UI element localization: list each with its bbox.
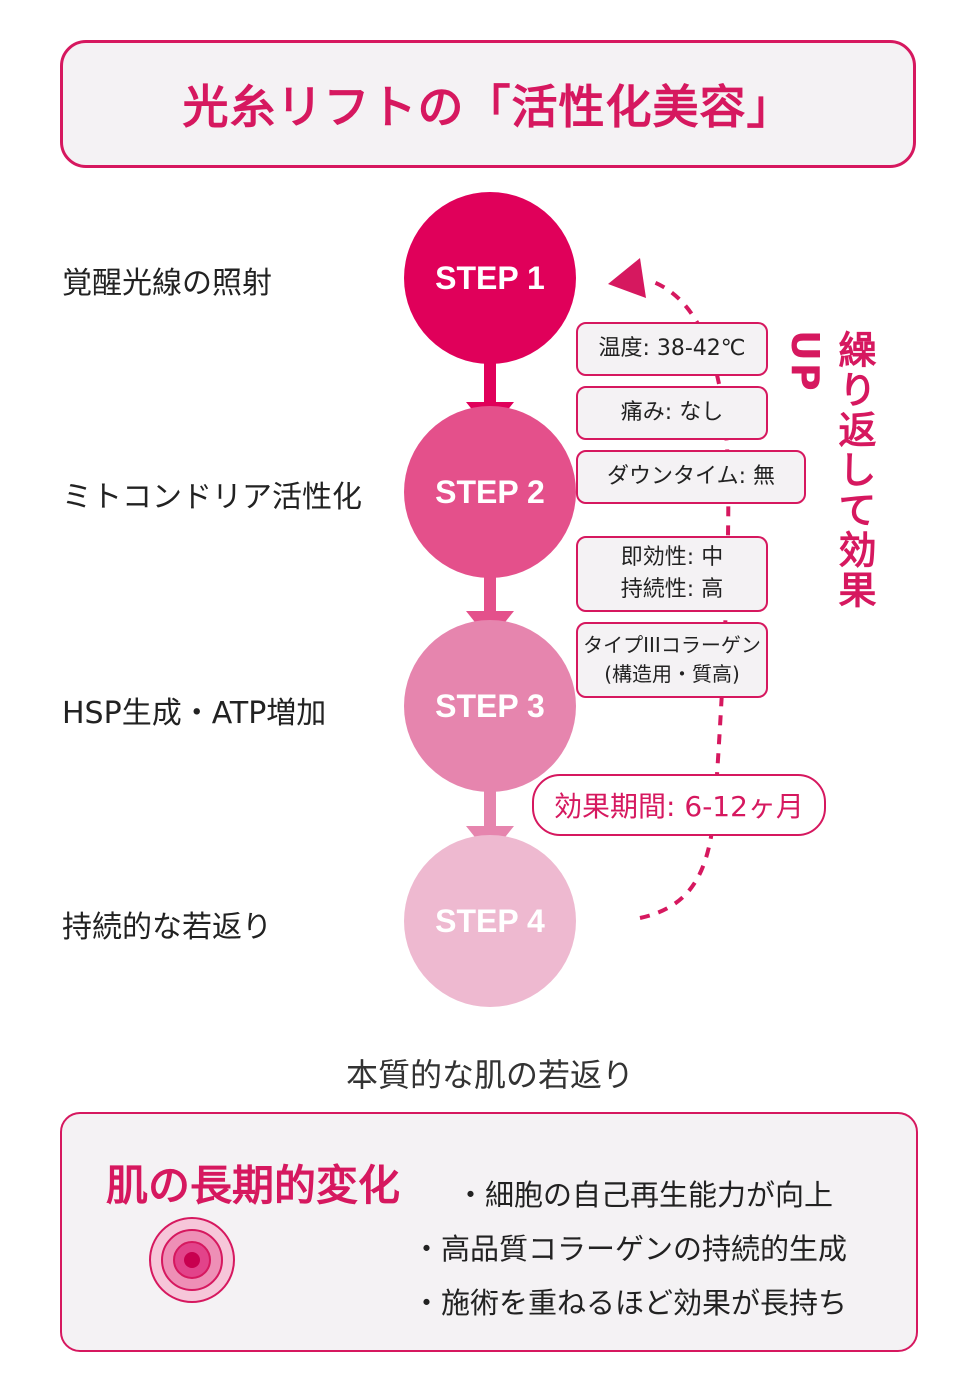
pain-text: 痛み: なし bbox=[620, 400, 724, 426]
downtime-tag: ダウンタイム: 無 bbox=[576, 450, 806, 504]
collagen-type-text: タイプIIIコラーゲン bbox=[583, 633, 761, 657]
title-box: 光糸リフトの「活性化美容」 bbox=[60, 40, 916, 168]
step-2-label: STEP 2 bbox=[435, 473, 545, 510]
step-4-label: STEP 4 bbox=[435, 902, 545, 939]
long-term-box: 肌の長期的変化 ・細胞の自己再生能力が向上 ・高品質コラーゲンの持続的生成 ・施… bbox=[60, 1112, 918, 1352]
target-icon bbox=[149, 1217, 235, 1303]
long-term-bullet-3: ・施術を重ねるほど効果が長持ち bbox=[412, 1286, 848, 1320]
pain-tag: 痛み: なし bbox=[576, 386, 768, 440]
step-2-circle: STEP 2 bbox=[404, 406, 576, 578]
step-2-description: ミトコンドリア活性化 bbox=[62, 480, 362, 515]
step-3-label: STEP 3 bbox=[435, 687, 545, 724]
downtime-text: ダウンタイム: 無 bbox=[607, 464, 775, 490]
step-3-description: HSP生成・ATP増加 bbox=[62, 696, 327, 731]
step-4-description: 持続的な若返り bbox=[62, 910, 272, 945]
duration-pill: 効果期間: 6-12ヶ月 bbox=[532, 774, 826, 836]
long-term-heading: 肌の長期的変化 bbox=[106, 1161, 401, 1210]
temperature-text: 温度: 38-42℃ bbox=[598, 336, 746, 362]
effect-speed-tag: 即効性: 中 持続性: 高 bbox=[576, 536, 768, 612]
immediacy-text: 即効性: 中 bbox=[620, 545, 724, 571]
temperature-tag: 温度: 38-42℃ bbox=[576, 322, 768, 376]
repeat-label: 繰り返して効果UP bbox=[783, 330, 876, 610]
collagen-note-text: (構造用・質高) bbox=[604, 662, 740, 686]
long-term-bullet-2: ・高品質コラーゲンの持続的生成 bbox=[412, 1232, 848, 1266]
step-1-label: STEP 1 bbox=[435, 259, 545, 296]
duration-text: 効果期間: 6-12ヶ月 bbox=[554, 790, 804, 823]
persistence-text: 持続性: 高 bbox=[620, 577, 724, 602]
step-4-circle: STEP 4 bbox=[404, 835, 576, 1007]
step-1-circle: STEP 1 bbox=[404, 192, 576, 364]
collagen-tag: タイプIIIコラーゲン (構造用・質高) bbox=[576, 622, 768, 698]
page-title: 光糸リフトの「活性化美容」 bbox=[182, 80, 794, 134]
long-term-bullet-1: ・細胞の自己再生能力が向上 bbox=[456, 1178, 834, 1212]
summary-caption: 本質的な肌の若返り bbox=[345, 1056, 634, 1094]
step-1-description: 覚醒光線の照射 bbox=[62, 266, 272, 301]
step-3-circle: STEP 3 bbox=[404, 620, 576, 792]
